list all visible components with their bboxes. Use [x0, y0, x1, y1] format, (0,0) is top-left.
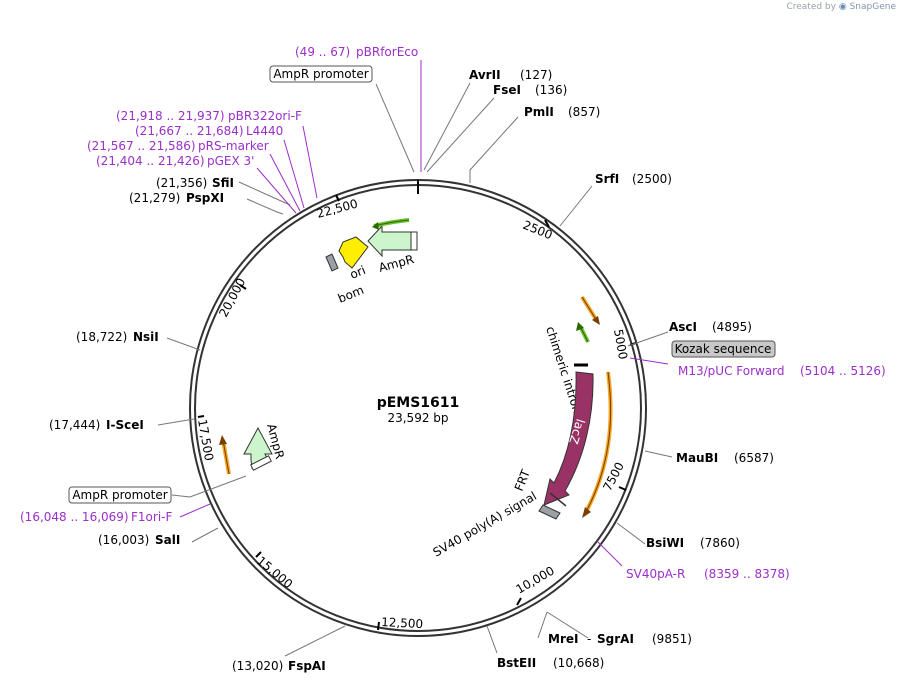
enzyme-sali-pos: (16,003)	[98, 533, 149, 547]
enzyme-bsteii-name: BstEII	[497, 656, 536, 670]
enzyme-mrei-pos: (9851)	[652, 632, 692, 646]
enzyme-bsiwi-pos: (7860)	[700, 536, 740, 550]
primer-sv40pa-r-pos: (8359 .. 8378)	[704, 567, 790, 581]
primer-pbr322ori-name: pBR322ori-F	[228, 109, 302, 123]
enzyme-fsei-pos: (136)	[535, 83, 567, 97]
ampr-top-label: AmpR	[377, 252, 415, 275]
enzyme-maubi-pos: (6587)	[734, 451, 774, 465]
enzyme-fspai-pos: (13,020)	[232, 659, 283, 673]
enzyme-maubi-name: MauBI	[676, 451, 718, 465]
primer-arrow-top	[372, 218, 410, 230]
enzyme-srfi-name: SrfI	[595, 172, 619, 186]
enzyme-fspai-name: FspAI	[288, 659, 326, 673]
primer-pgex3-pos: (21,404 .. 21,426)	[96, 154, 205, 168]
enzyme-srfi-pos: (2500)	[632, 172, 672, 186]
primer-arrow-right-1	[580, 295, 600, 325]
primer-arrow-right-long	[582, 371, 613, 518]
primer-pbr322ori-pos: (21,918 .. 21,937)	[116, 109, 225, 123]
tick-label-5000: 5000	[611, 328, 630, 361]
primer-f1ori-name: F1ori-F	[131, 510, 172, 524]
primer-prs-marker-pos: (21,567 .. 21,586)	[87, 139, 196, 153]
enzyme-sgrai-name: SgrAI	[597, 632, 634, 646]
ampr-promoter-top-box: AmpR promoter	[269, 65, 373, 83]
enzyme-avrii-name: AvrII	[469, 68, 501, 82]
enzyme-mrei-name: MreI	[548, 632, 578, 646]
enzyme-sfii-pos: (21,356)	[156, 176, 207, 190]
enzyme-pmli-name: PmlI	[524, 105, 554, 119]
connector-lines	[157, 82, 673, 657]
enzyme-asci-name: AscI	[669, 320, 697, 334]
enzyme-sali-name: SalI	[155, 533, 180, 547]
ampr-promoter-left-label: AmpR promoter	[72, 488, 167, 502]
enzyme-separator: -	[587, 632, 591, 646]
primer-arrow-right-2	[576, 322, 590, 343]
tick-marks	[197, 180, 637, 631]
credit-prefix: Created by	[786, 2, 836, 12]
snapgene-logo-icon: ◉	[838, 2, 847, 12]
plasmid-length: 23,592 bp	[387, 411, 448, 425]
bom-label: bom	[336, 283, 366, 306]
enzyme-pspxi-pos: (21,279)	[129, 191, 180, 205]
primer-f1ori-pos: (16,048 .. 16,069)	[20, 510, 129, 524]
primer-pbrforeco-name: pBRforEco	[356, 45, 418, 59]
tick-label-20000: 20,000	[216, 276, 248, 320]
enzyme-asci-pos: (4895)	[712, 320, 752, 334]
enzyme-nsii-pos: (18,722)	[76, 330, 127, 344]
enzyme-pspxi-name: PspXI	[186, 191, 224, 205]
primer-sv40pa-r-name: SV40pA-R	[626, 567, 685, 581]
credit-brand: SnapGene	[849, 2, 896, 12]
primer-m13-name: M13/pUC Forward	[678, 364, 785, 378]
primer-m13-pos: (5104 .. 5126)	[800, 364, 886, 378]
enzyme-fsei-name: FseI	[493, 83, 521, 97]
ampr-left-label: AmpR	[264, 422, 287, 460]
primer-pbrforeco-pos: (49 .. 67)	[295, 45, 350, 59]
primer-arrow-left	[219, 435, 231, 475]
tick-label-12500: 12,500	[381, 615, 424, 631]
ampr-top-feature: AmpR	[367, 224, 418, 275]
ori-feature: ori	[338, 236, 369, 282]
primer-pgex3-name: pGEX 3'	[207, 154, 254, 168]
enzyme-avrii-pos: (127)	[520, 68, 552, 82]
ampr-promoter-top-label: AmpR promoter	[273, 67, 368, 81]
ori-label: ori	[348, 263, 368, 282]
enzyme-i-scei-name: I-SceI	[106, 418, 144, 432]
enzyme-pmli-pos: (857)	[568, 105, 600, 119]
ampr-left-feature: AmpR	[243, 422, 287, 471]
primer-prs-marker-name: pRS-marker	[198, 139, 269, 153]
plasmid-name: pEMS1611	[377, 395, 460, 411]
enzyme-sfii-name: SfiI	[212, 176, 234, 190]
primer-l4440-pos: (21,667 .. 21,684)	[135, 124, 244, 138]
primer-connector-lines	[179, 60, 669, 567]
primer-labels: (49 .. 67) pBRforEco (21,918 .. 21,937) …	[20, 45, 886, 581]
enzyme-nsii-name: NsiI	[133, 330, 159, 344]
sv40-label: SV40 poly(A) signal	[431, 489, 539, 560]
enzyme-i-scei-pos: (17,444)	[49, 418, 100, 432]
enzyme-bsteii-pos: (10,668)	[553, 656, 604, 670]
ampr-promoter-left-box: AmpR promoter	[68, 486, 172, 504]
primer-l4440-name: L4440	[246, 124, 283, 138]
enzyme-labels: AvrII (127) FseI (136) PmlI (857) SrfI (…	[49, 68, 774, 673]
snapgene-credit: Created by ◉ SnapGene	[786, 2, 896, 12]
kozak-label: Kozak sequence	[675, 342, 772, 356]
kozak-box: Kozak sequence	[671, 340, 776, 358]
enzyme-bsiwi-name: BsiWI	[646, 536, 684, 550]
tick-label-10000: 10,000	[514, 563, 557, 596]
